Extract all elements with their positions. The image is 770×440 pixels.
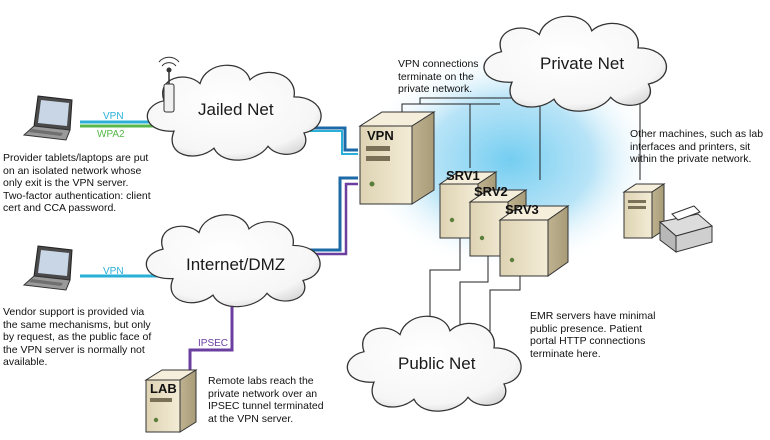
vpn-server-label: VPN bbox=[367, 128, 394, 143]
note-line: portal HTTP connections bbox=[530, 335, 646, 347]
srv2-label: SRV2 bbox=[474, 184, 508, 199]
cloud-internet-dmz-label: Internet/DMZ bbox=[186, 255, 285, 274]
note-line: by request, as the public face of bbox=[3, 331, 152, 343]
note-line: interfaces and printers, sit bbox=[630, 140, 751, 153]
note-line: the same mechanisms, but only bbox=[3, 318, 151, 331]
printer-icon bbox=[658, 205, 714, 253]
vpn-link-bottom-label: VPN bbox=[103, 266, 124, 277]
srv3-label: SRV3 bbox=[505, 202, 539, 217]
srv1-label: SRV1 bbox=[446, 168, 480, 183]
note-line: Provider tablets/laptops are put bbox=[3, 152, 149, 164]
desktop-pc-icon bbox=[622, 183, 666, 239]
cloud-jailed-net-label: Jailed Net bbox=[198, 100, 274, 119]
note-vpn-terminate: VPN connections terminate on the private… bbox=[398, 58, 479, 96]
ipsec-link-label: IPSEC bbox=[198, 338, 228, 349]
note-provider: Provider tablets/laptops are put on an i… bbox=[3, 152, 151, 215]
note-line: Two-factor authentication: client bbox=[3, 189, 151, 202]
srv2-to-public-line bbox=[459, 252, 489, 330]
note-line: terminate here. bbox=[530, 347, 601, 360]
cloud-public-net-label: Public Net bbox=[398, 354, 476, 373]
note-line: the VPN server is normally not bbox=[3, 343, 145, 356]
note-line: cert and CCA password. bbox=[3, 202, 117, 214]
note-line: at the VPN server. bbox=[208, 412, 294, 425]
laptop-icon bbox=[23, 95, 73, 141]
note-line: Vendor support is provided via bbox=[3, 306, 145, 318]
vpn-server bbox=[358, 111, 436, 205]
note-line: EMR servers have minimal bbox=[530, 310, 656, 322]
srv3-server bbox=[498, 205, 570, 277]
laptop-icon bbox=[23, 245, 73, 291]
wpa2-link-label: WPA2 bbox=[97, 129, 125, 140]
note-line: within the private network. bbox=[630, 153, 752, 165]
private-bus-line bbox=[419, 97, 520, 104]
note-vendor: Vendor support is provided via the same … bbox=[3, 306, 151, 369]
note-line: Remote labs reach the bbox=[208, 375, 314, 387]
note-line: terminate on the bbox=[398, 70, 474, 83]
note-line: only exit is the VPN server. bbox=[3, 177, 129, 189]
note-line: IPSEC tunnel terminated bbox=[208, 400, 324, 412]
srv1-to-public-line bbox=[429, 235, 461, 340]
note-line: private network. bbox=[398, 83, 473, 95]
internet-to-vpn-link bbox=[300, 176, 358, 252]
note-remote-labs: Remote labs reach the private network ov… bbox=[208, 375, 324, 425]
lab-server bbox=[144, 369, 198, 433]
ipsec-link bbox=[188, 292, 234, 375]
antenna-icon bbox=[158, 56, 180, 113]
note-line: Other machines, such as lab bbox=[630, 128, 764, 140]
vpn-link-top-label: VPN bbox=[103, 111, 124, 122]
jailed-to-vpn-link bbox=[300, 126, 358, 152]
note-line: public presence. Patient bbox=[530, 322, 643, 335]
note-other-machines: Other machines, such as lab interfaces a… bbox=[630, 128, 763, 166]
cloud-private-net-label: Private Net bbox=[540, 54, 624, 73]
note-line: private network over an bbox=[208, 387, 318, 400]
note-line: available. bbox=[3, 356, 48, 368]
lab-server-label: LAB bbox=[150, 381, 177, 396]
ipsec-to-vpn-link bbox=[300, 182, 358, 256]
note-emr: EMR servers have minimal public presence… bbox=[530, 310, 655, 360]
jailed-to-vpn-link-inner bbox=[300, 130, 358, 155]
note-line: on an isolated network whose bbox=[3, 164, 142, 177]
note-line: VPN connections bbox=[398, 58, 479, 70]
srv3-to-public-line bbox=[489, 275, 521, 335]
